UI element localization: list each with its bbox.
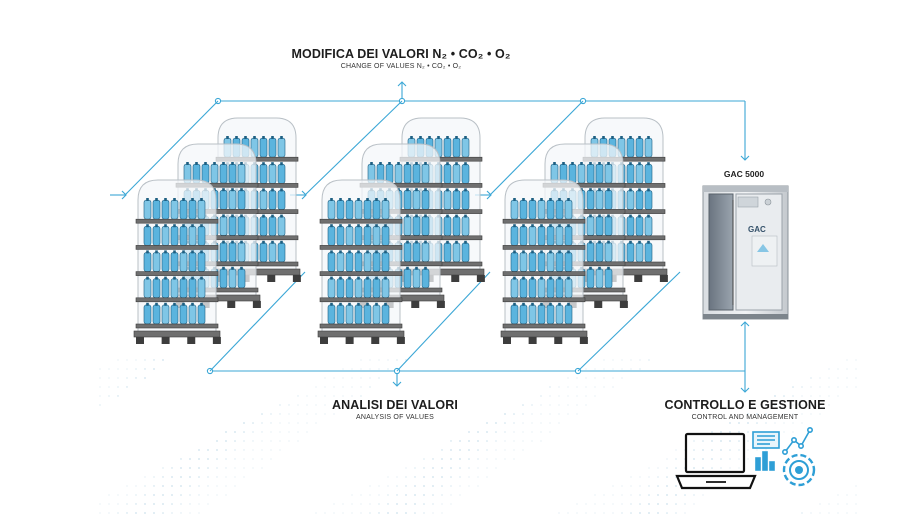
dotted-background bbox=[99, 359, 857, 514]
control-label-subtitle: CONTROL AND MANAGEMENT bbox=[691, 414, 799, 421]
flow-lines bbox=[110, 81, 750, 393]
rack bbox=[500, 179, 588, 344]
dashboard-chart-icon bbox=[752, 426, 813, 471]
device-name: GAC 5000 bbox=[724, 169, 764, 179]
gac-5000-cabinet: GAC bbox=[702, 185, 789, 320]
control-label: CONTROLLO E GESTIONE CONTROL AND MANAGEM… bbox=[660, 398, 830, 421]
rack bbox=[133, 179, 221, 344]
bottom-label: ANALISI DEI VALORI ANALYSIS OF VALUES bbox=[300, 398, 490, 421]
top-label: MODIFICA DEI VALORI N₂ • CO₂ • O₂ CHANGE… bbox=[270, 47, 532, 70]
laptop-icon bbox=[675, 432, 757, 490]
rack bbox=[317, 179, 405, 344]
bottom-label-title: ANALISI DEI VALORI bbox=[332, 398, 458, 412]
rack-groups bbox=[133, 117, 668, 344]
gear-icon bbox=[782, 453, 816, 487]
top-label-subtitle: CHANGE OF VALUES N₂ • CO₂ • O₂ bbox=[340, 63, 462, 70]
control-label-title: CONTROLLO E GESTIONE bbox=[664, 398, 826, 412]
top-label-title: MODIFICA DEI VALORI N₂ • CO₂ • O₂ bbox=[291, 47, 511, 61]
gac-logo: GAC bbox=[748, 225, 766, 234]
bottom-label-subtitle: ANALYSIS OF VALUES bbox=[355, 414, 435, 421]
